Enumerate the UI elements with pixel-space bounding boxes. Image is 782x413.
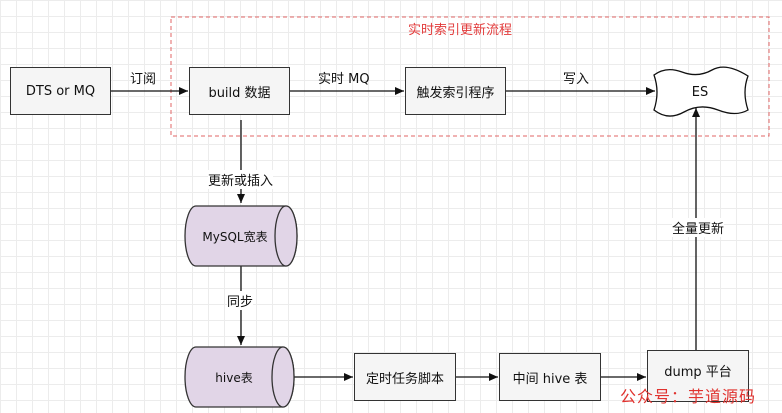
mysql-node-label: MySQL宽表 xyxy=(202,229,268,244)
edge-label-update-insert: 更新或插入 xyxy=(208,170,274,189)
watermark: 公众号：芋道源码 xyxy=(620,387,757,406)
es-node-shape xyxy=(653,66,749,117)
group-container xyxy=(170,16,770,137)
mysql-cylinder xyxy=(184,205,298,267)
hive-cylinder xyxy=(184,346,295,408)
group-title: 实时索引更新流程 xyxy=(408,23,513,38)
edge-label-subscribe: 订阅 xyxy=(130,72,157,87)
edge-label-write: 写入 xyxy=(563,72,590,87)
mid-hive-node: 中间 hive 表 xyxy=(499,353,601,401)
edge-label-full-update: 全量更新 xyxy=(672,218,725,237)
edge-label-sync: 同步 xyxy=(227,291,254,310)
trigger-index-node: 触发索引程序 xyxy=(405,67,506,115)
dts-mq-node: DTS or MQ xyxy=(10,67,111,115)
script-node: 定时任务脚本 xyxy=(354,353,456,401)
edge-label-realtime-mq: 实时 MQ xyxy=(318,72,370,87)
hive-node-label: hive表 xyxy=(215,370,253,385)
dump-platform-node: dump 平台 xyxy=(647,350,749,402)
build-data-node: build 数据 xyxy=(189,67,290,115)
es-node-label: ES xyxy=(691,84,709,100)
